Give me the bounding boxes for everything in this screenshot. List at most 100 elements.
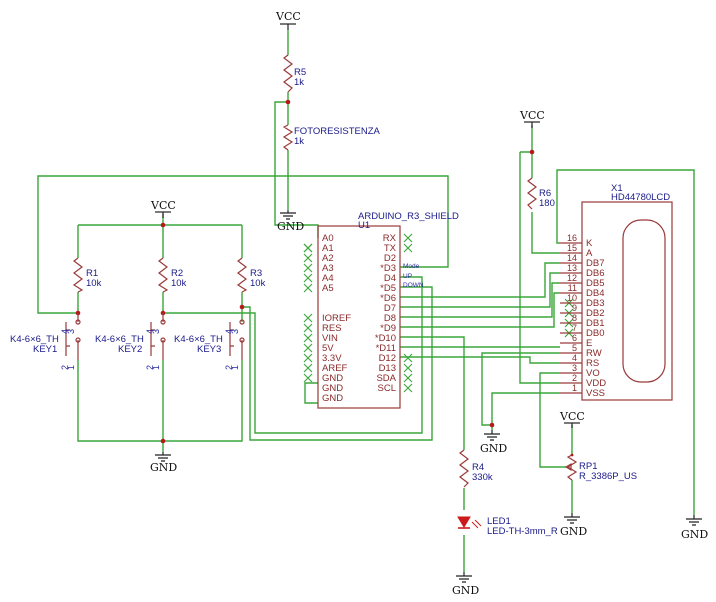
arduino-pin-d7: D7 [384,303,396,314]
lcd-pin-db2: DB2 [586,308,604,319]
arduino-pin-d8: D8 [384,313,396,324]
lcd-pin-number: 12 [567,273,577,283]
lcd-pin-db4: DB4 [586,288,604,299]
net-label-up: UP [403,273,412,280]
lcd-pin-a: A [586,248,593,259]
gnd-ldr: GND [277,210,304,233]
key1-ref: KEY1 [33,344,57,355]
gnd-keys: GND [150,452,177,474]
photoresistor: FOTORESISTENZA 1k [282,124,381,151]
lcd-pin-number: 5 [572,343,577,353]
no-connect-mark [403,353,413,363]
lcd-pin-number: 9 [572,303,577,313]
lcd-pin-number: 10 [567,293,577,303]
vcc-label: VCC [559,410,585,423]
lcd-ref: X1 [611,183,623,194]
arduino-pin-d13: D13 [379,363,396,374]
vcc-r6: VCC [519,109,545,128]
arduino-pin-gnd: GND [322,393,343,404]
arduino-pin-a1: A1 [322,243,334,254]
r4-value: 330k [472,472,493,483]
no-connect-mark [403,373,413,383]
no-connect-mark [303,333,313,343]
r1-ref: R1 [86,268,98,279]
lcd-pin-number: 2 [572,373,577,383]
lcd-pin-vss: VSS [586,388,605,399]
no-connect-mark [303,323,313,333]
no-connect-mark [303,313,313,323]
arduino-pin-res: RES [322,323,342,334]
arduino-pin-vin: VIN [322,333,338,344]
key3-pin2: 2 [224,365,234,370]
resistor-r4: R4 330k [459,449,493,488]
rp1-value: R_3386P_US [579,471,637,482]
key1-value: K4-6×6_TH [10,334,59,345]
gnd-lcd-vss: GND [480,430,507,455]
wires [37,30,695,572]
no-connect-mark [303,273,313,283]
arduino-pin-d12: D12 [379,353,396,364]
r6-value: 180 [539,198,555,209]
key3-pin4: 4 [224,329,234,334]
key2-ref: KEY2 [118,344,142,355]
rp1-ref: RP1 [579,461,597,472]
arduino-name: ARDUINO_R3_SHIELD [358,211,459,222]
pushbutton-key2: 4 3 2 1 K4-6×6_TH KEY2 [95,313,166,370]
r3-ref: R3 [250,268,262,279]
resistor-r1: R1 10k [72,257,102,293]
pushbutton-key3: 4 3 2 1 K4-6×6_TH KEY3 [174,319,245,370]
vcc-label: VCC [275,10,301,23]
key1-pin2: 2 [60,365,70,370]
gnd-label: GND [560,525,587,538]
no-connect-mark [303,283,313,293]
arduino-shield: ARDUINO_R3_SHIELD U1 A0A1A2A3A4A5IOREFRE… [303,211,574,409]
resistor-r5: R5 1k [283,54,306,93]
resistor-r6: R6 180 [527,177,555,210]
no-connect-mark [303,243,313,253]
gnd-label: GND [277,220,304,233]
lcd-pin-db0: DB0 [586,328,604,339]
net-label-down: DOWN [403,282,424,289]
key3-pin3: 3 [230,329,240,334]
arduino-pin-tx: TX [384,243,397,254]
arduino-left-pins: A0A1A2A3A4A5IOREFRESVIN5V3.3VAREFGNDGNDG… [322,233,351,404]
lcd-pin-vo: VO [586,368,600,379]
lcd-pin-number: 3 [572,363,577,373]
lcd-pin-number: 6 [572,333,577,343]
arduino-pin-rx: RX [383,233,397,244]
key3-value: K4-6×6_TH [174,334,223,345]
net-label-mode: Mode [403,263,420,270]
gnd-label: GND [452,584,479,597]
lcd-name: HD44780LCD [611,192,670,203]
resistor-r2: R2 10k [157,257,187,293]
led-d1: LED1 LED-TH-3mm_R [457,516,558,537]
arduino-pin-d2: D2 [384,253,396,264]
arduino-pin-gnd: GND [322,383,343,394]
no-connect-mark [303,253,313,263]
no-connect-mark [303,263,313,273]
no-connect-mark [403,233,413,243]
lcd-pin-vdd: VDD [586,378,606,389]
led-ref: LED1 [487,516,511,527]
key3-pin1: 1 [230,365,240,370]
vcc-label: VCC [519,109,545,122]
lcd-pin-rw: RW [586,348,602,359]
gnd-label: GND [150,461,177,474]
no-connect-mark [303,343,313,353]
r2-value: 10k [171,278,187,289]
r6-ref: R6 [539,188,551,199]
arduino-pin-aref: AREF [322,363,348,374]
r4-ref: R4 [472,462,484,473]
key2-pin3: 3 [151,329,161,334]
arduino-pin-d9: *D9 [380,323,396,334]
no-connect-mark [303,373,313,383]
arduino-pin-sda: SDA [376,373,396,384]
no-connect-mark [303,363,313,373]
lcd-pin-number: 16 [567,233,577,243]
lcd-pin-number: 7 [572,323,577,333]
led-value: LED-TH-3mm_R [487,526,558,537]
junctions [75,99,535,444]
key2-value: K4-6×6_TH [95,334,144,345]
